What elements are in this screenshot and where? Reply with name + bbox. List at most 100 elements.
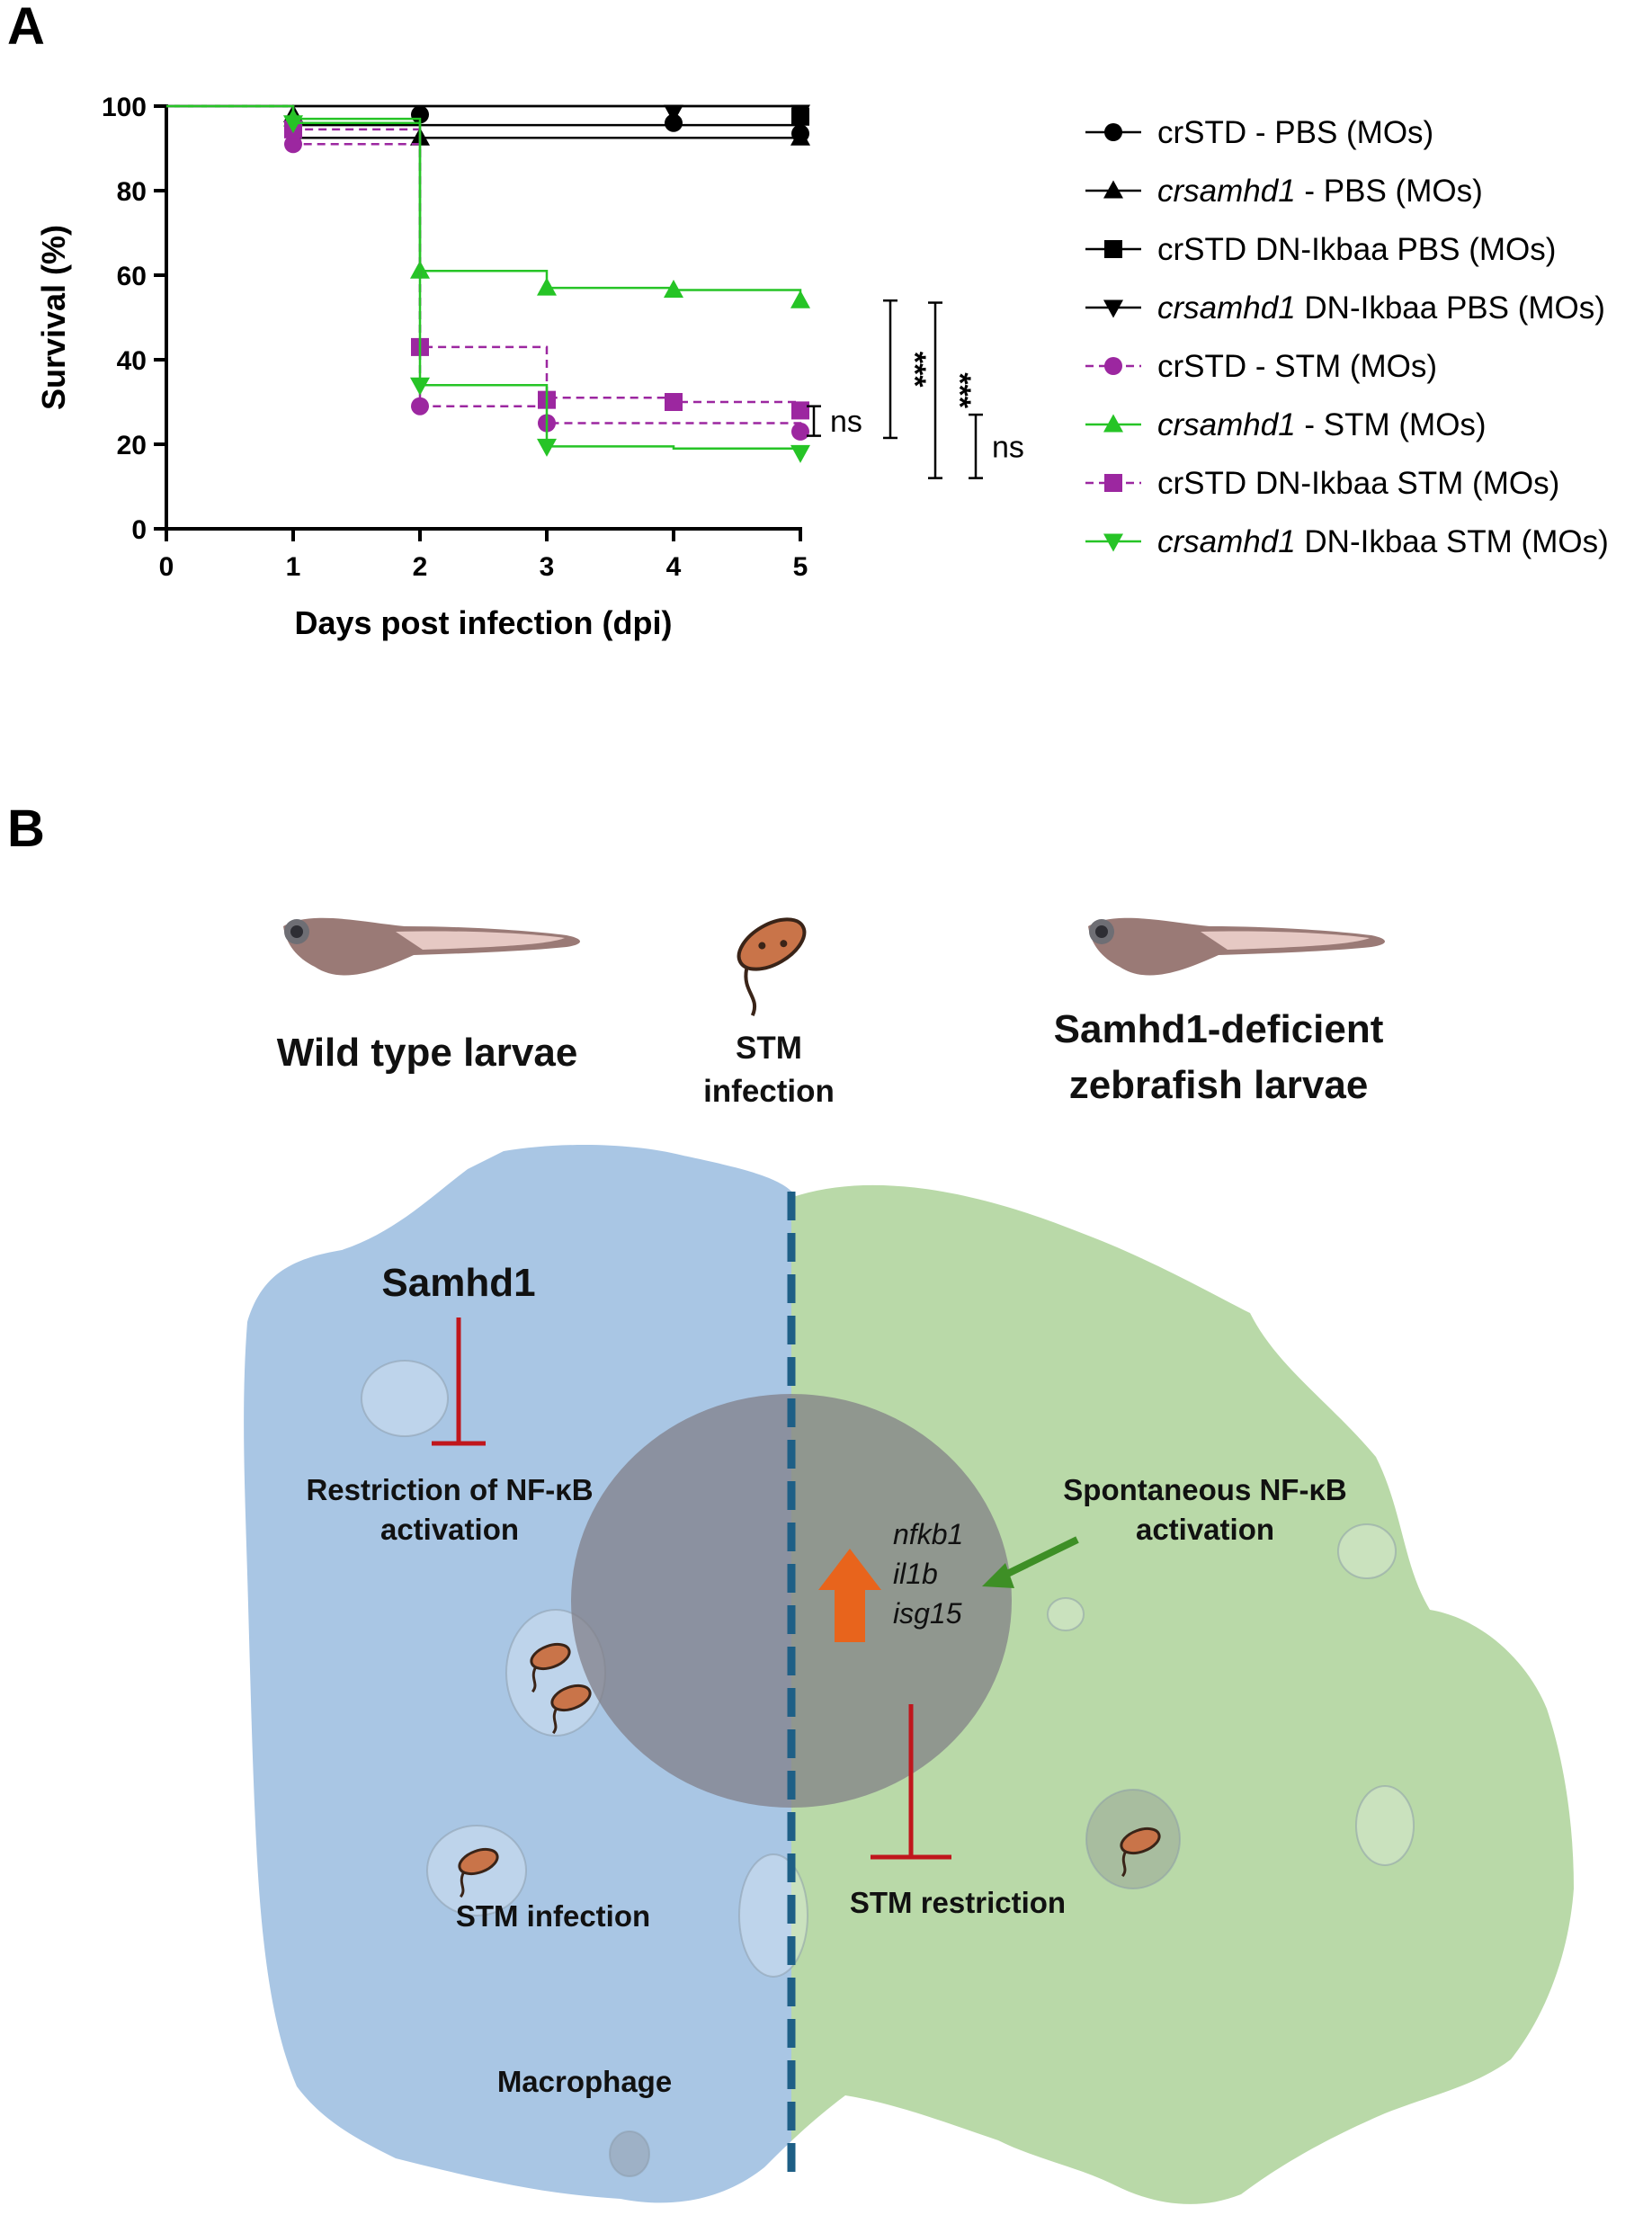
bacterium-icon [458, 1847, 499, 1898]
series-8 [166, 104, 810, 463]
samhd1-label: Samhd1 [381, 1261, 536, 1305]
y-tick-label: 20 [117, 431, 147, 460]
series-point [664, 104, 683, 123]
macrophage-label: Macrophage [496, 2065, 673, 2098]
series-point [284, 135, 302, 154]
series-7 [166, 104, 809, 420]
series-5 [166, 104, 809, 441]
legend-marker [1104, 123, 1122, 141]
left-title: Wild type larvae [276, 1031, 578, 1075]
schematic-illustration [244, 917, 1575, 2204]
series-point [537, 277, 557, 296]
significance-label: *** [942, 372, 977, 408]
legend-label: crSTD DN-Ikbaa PBS (MOs) [1157, 232, 1557, 267]
legend-item: crSTD - STM (MOs) [1084, 346, 1652, 391]
legend-marker [1104, 240, 1122, 258]
legend-swatch [1085, 180, 1141, 199]
legend-item: crSTD DN-Ikbaa STM (MOs) [1084, 463, 1652, 508]
legend-item: crSTD DN-Ikbaa PBS (MOs) [1084, 229, 1652, 274]
legend-label: crSTD - PBS (MOs) [1157, 115, 1434, 150]
series-line [166, 104, 802, 134]
legend-marker [1104, 357, 1122, 375]
y-tick-label: 40 [117, 346, 147, 376]
series-point [791, 422, 809, 441]
nucleus [571, 1394, 1012, 1808]
series-point [537, 438, 557, 457]
gene-il1b: il1b [893, 1558, 938, 1590]
legend-marker [1103, 299, 1123, 318]
legend-label: crSTD DN-Ikbaa STM (MOs) [1157, 466, 1560, 501]
right-title-line2: zebrafish larvae [1068, 1063, 1369, 1107]
spontaneous-line2: activation [1135, 1513, 1275, 1546]
series-line [166, 104, 802, 301]
panel-a-letter: A [7, 0, 45, 56]
significance-bracket: *** [883, 299, 932, 440]
legend-label: crsamhd1 DN-Ikbaa STM (MOs) [1157, 524, 1609, 559]
significance-bracket: ns [807, 405, 862, 439]
series-point [791, 401, 809, 420]
x-tick-label: 2 [413, 552, 428, 582]
series-6 [166, 104, 810, 308]
series-point [790, 104, 810, 123]
y-tick-label: 60 [117, 262, 147, 291]
vesicles [361, 1360, 1415, 2177]
y-tick-label: 80 [117, 177, 147, 207]
legend-marker [1103, 533, 1123, 552]
y-tick-label: 100 [102, 93, 147, 122]
legend-swatch [1085, 414, 1141, 433]
y-tick-label: 0 [131, 515, 147, 545]
activation-arrow-icon [982, 1536, 1079, 1588]
x-tick-label: 4 [666, 552, 682, 582]
series-point [790, 127, 810, 146]
x-axis-title: Days post infection (dpi) [294, 604, 672, 641]
stm-restriction-inhibition-icon [871, 1704, 951, 1860]
gene-nfkb1: nfkb1 [893, 1518, 964, 1550]
legend-swatch [1085, 357, 1141, 375]
upregulation-arrow-icon [818, 1549, 881, 1642]
legend-label: crSTD - STM (MOs) [1157, 349, 1438, 384]
legend-swatch [1085, 474, 1141, 492]
series-point [790, 290, 810, 308]
legend-item: crsamhd1 DN-Ikbaa STM (MOs) [1084, 522, 1652, 567]
zebrafish-larva-left [283, 917, 580, 976]
series-point [790, 444, 810, 463]
y-axis-title: Survival (%) [35, 225, 72, 410]
legend-item: crsamhd1 - PBS (MOs) [1084, 171, 1652, 216]
legend-item: crSTD - PBS (MOs) [1084, 112, 1652, 157]
legend-label: crsamhd1 - STM (MOs) [1157, 407, 1487, 442]
legend-swatch [1085, 533, 1141, 552]
stm-infection-label: STM infection [455, 1899, 651, 1933]
x-tick-label: 5 [793, 552, 808, 582]
series-line [166, 104, 802, 453]
significance-label: ns [992, 430, 1024, 464]
series-3 [166, 104, 809, 126]
series-point [664, 279, 683, 298]
series-point [410, 377, 430, 396]
legend-label: crsamhd1 DN-Ikbaa PBS (MOs) [1157, 290, 1605, 326]
significance-label: *** [897, 352, 932, 388]
center-title-line1: STM [736, 1031, 802, 1066]
samhd1-inhibition-icon [432, 1317, 486, 1446]
bacterium-icon-top [737, 917, 807, 1017]
series-point [411, 397, 429, 415]
legend-swatch [1085, 240, 1141, 258]
zebrafish-larva-right [1088, 917, 1385, 976]
significance-label: ns [830, 405, 862, 439]
legend-label: crsamhd1 - PBS (MOs) [1157, 174, 1483, 209]
series-line [166, 104, 802, 117]
legend-marker [1103, 414, 1123, 433]
legend-item: crsamhd1 - STM (MOs) [1084, 405, 1652, 450]
legend-marker [1104, 474, 1122, 492]
x-tick-label: 3 [540, 552, 555, 582]
series-line [166, 104, 802, 432]
bacterium-icon [550, 1684, 592, 1735]
restriction-line1: Restriction of NF-κB [306, 1473, 594, 1506]
legend-swatch [1085, 123, 1141, 141]
restriction-line2: activation [380, 1513, 520, 1546]
series-4 [166, 104, 810, 123]
legend-marker [1103, 180, 1123, 199]
series-point [665, 113, 683, 132]
panel-b-letter: B [7, 799, 45, 858]
legend-item: crsamhd1 DN-Ikbaa PBS (MOs) [1084, 288, 1652, 333]
